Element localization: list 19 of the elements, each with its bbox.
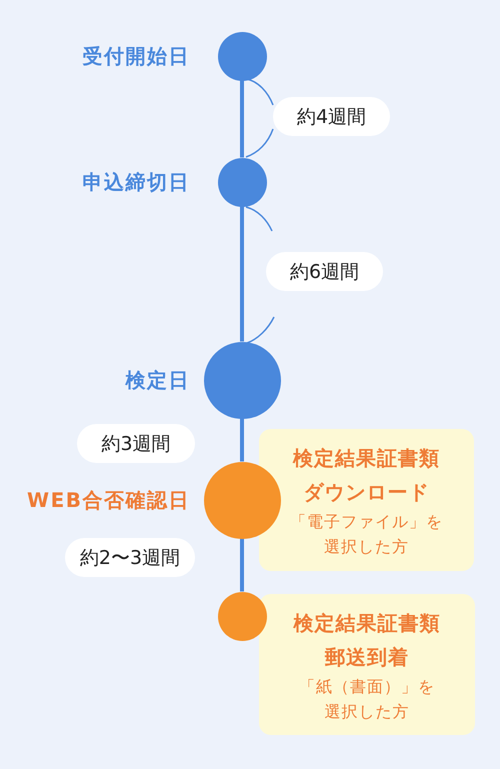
duration-pill: 約2〜3週間 — [65, 538, 195, 577]
timeline-dot — [218, 592, 266, 640]
card-note: 「電子ファイル」を選択した方 — [289, 511, 444, 558]
date-label: 申込締切日 — [82, 169, 190, 195]
card-title: 検定結果証書類ダウンロード — [292, 445, 441, 506]
duration-pill: 約6週間 — [266, 252, 383, 291]
card-note: 「紙（書面）」を選択した方 — [298, 676, 436, 723]
duration-pill: 約3週間 — [77, 424, 195, 463]
duration-pill: 約4週間 — [273, 97, 390, 136]
timeline-line — [240, 206, 244, 342]
date-label: WEB合否確認日 — [27, 487, 190, 513]
date-label: 検定日 — [126, 367, 190, 393]
timeline-line — [240, 538, 244, 592]
result-card — [259, 594, 475, 735]
result-card — [259, 429, 474, 571]
timeline-line — [240, 80, 244, 158]
card-title: 検定結果証書類郵送到着 — [292, 610, 442, 671]
date-label: 受付開始日 — [82, 43, 190, 69]
timeline-line — [240, 418, 244, 462]
